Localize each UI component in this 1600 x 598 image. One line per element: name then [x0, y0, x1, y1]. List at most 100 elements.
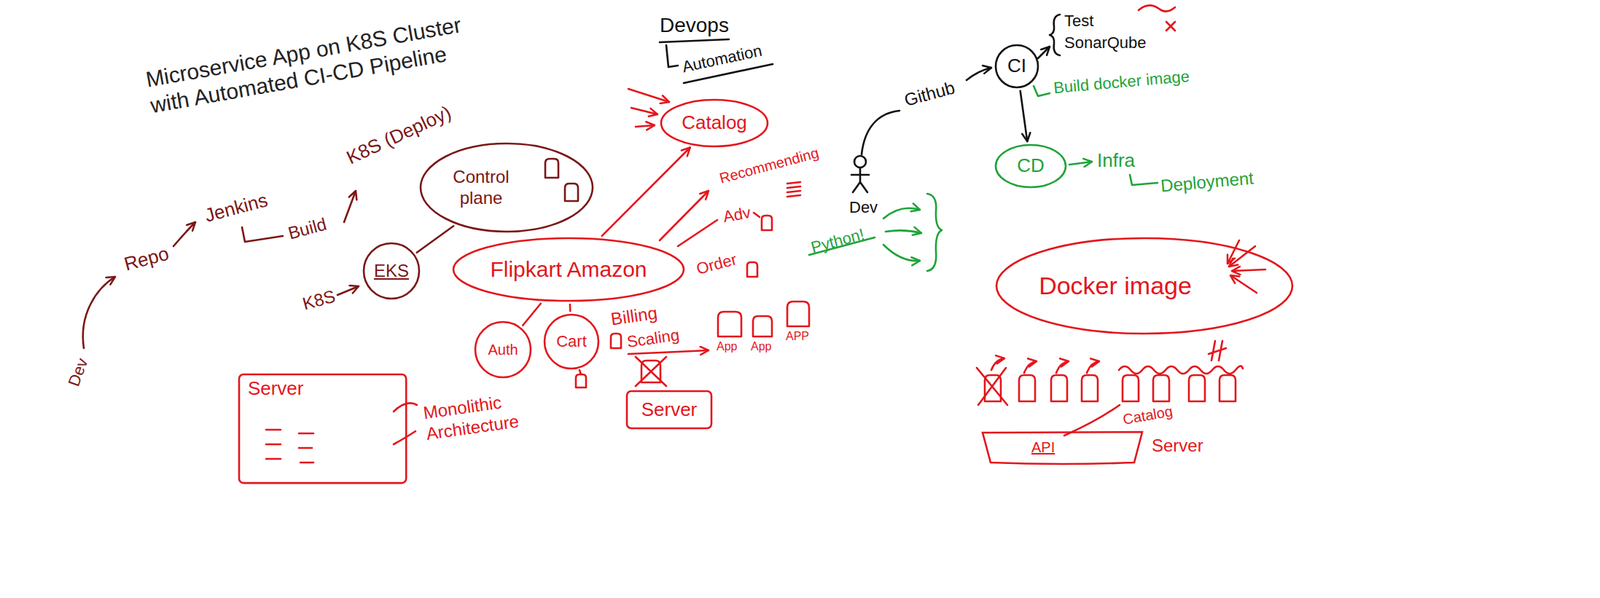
node-body: Server: [625, 389, 713, 431]
service-sketch-stroke: [976, 368, 1008, 406]
service-sketch-stroke: [1086, 361, 1100, 374]
service-sketch-stroke: [393, 431, 416, 445]
ci-cd-sketch-stroke: [854, 155, 866, 168]
image-oval: Docker image: [994, 236, 1294, 336]
deploy-sketch-stroke: [883, 244, 920, 261]
ci-cd-sketch-stroke: [666, 45, 678, 68]
cd-circle: CD: [994, 143, 1068, 189]
sketch-label: Deployment: [1159, 167, 1255, 197]
sketch-label: Jenkins: [201, 188, 270, 228]
service-sketch-stroke: [677, 220, 718, 247]
sketch-label: Monolithic Architecture: [422, 384, 565, 445]
sketch-label: Adv: [721, 203, 753, 228]
sketch-label: Catalog: [1121, 402, 1174, 429]
sketch-label: Order: [694, 250, 740, 280]
sketch-label: Test: [1064, 11, 1094, 31]
ci-cd-sketch-stroke: [861, 110, 900, 155]
service-sketch-stroke: [1118, 365, 1243, 374]
service-sketch-stroke: [1064, 405, 1120, 436]
service-sketch-stroke: [1122, 375, 1139, 402]
service-sketch-stroke: [1208, 341, 1227, 361]
deploy-sketch-stroke: [1069, 161, 1092, 165]
box-outline: [626, 391, 712, 429]
deploy-sketch-stroke: [927, 193, 942, 272]
deploy-sketch-stroke: [1033, 86, 1050, 97]
connector: [416, 225, 454, 253]
connector: [522, 303, 541, 326]
node-label: Auth: [487, 341, 518, 359]
service-sketch-stroke: [787, 182, 801, 197]
box-outline: [239, 374, 407, 484]
service-sketch: [266, 5, 1266, 463]
service-sketch-stroke: [753, 212, 760, 218]
service-sketch-stroke: [631, 107, 658, 115]
pipeline-sketch-stroke: [83, 276, 116, 349]
node-label: EKS: [373, 260, 409, 283]
node-body: API: [980, 430, 1145, 466]
sketch-label: Dev: [64, 355, 92, 390]
pipeline-sketch-stroke: [242, 227, 283, 243]
pipeline-sketch-stroke: [344, 190, 356, 223]
service-sketch-stroke: [1219, 375, 1236, 402]
sketch-label: Build: [285, 214, 329, 245]
sketch-label: App: [750, 339, 772, 354]
service-sketch-stroke: [752, 316, 772, 337]
server-base: APIServer: [980, 430, 1145, 466]
node-outline: [980, 430, 1145, 466]
service-sketch-stroke: [1051, 375, 1068, 402]
deploy-sketch-stroke: [1129, 174, 1158, 186]
oval-outline: [661, 99, 768, 147]
service-sketch-stroke: [1138, 5, 1176, 11]
node-label: Catalog: [681, 111, 748, 135]
sketch-label: APP: [785, 329, 810, 344]
service-sketch-stroke: [610, 333, 622, 349]
oval-outline: [363, 243, 420, 299]
service-oval: Catalog: [659, 98, 770, 148]
node-label: CD: [1016, 154, 1045, 178]
service-sketch-stroke: [635, 357, 667, 387]
oval-outline: [475, 322, 531, 378]
oval-outline: [995, 145, 1066, 188]
server-box: Server: [237, 373, 408, 485]
connector: [1020, 91, 1028, 142]
sketch-label: Python!: [809, 225, 867, 259]
service-circle: Cart: [543, 313, 600, 371]
oval-outline: [995, 45, 1038, 88]
service-sketch-stroke: [266, 430, 314, 463]
sketch-label: Infra: [1097, 149, 1135, 173]
node-label: Control plane: [441, 166, 522, 210]
oval-outline: [996, 238, 1293, 334]
service-sketch-stroke: [761, 215, 772, 231]
eks-circle: EKS: [362, 242, 421, 301]
service-sketch-stroke: [1230, 275, 1257, 294]
service-sketch-stroke: [1024, 361, 1037, 374]
sketch-label: K8S: [300, 286, 338, 316]
service-sketch-stroke: [1227, 240, 1240, 264]
service-sketch-stroke: [991, 358, 1005, 371]
node-label: Flipkart Amazon: [489, 256, 647, 283]
oval-outline: [420, 143, 593, 232]
sketch-label: Build docker image: [1052, 67, 1191, 99]
node-label: Server: [247, 377, 304, 401]
node-label: Cart: [556, 332, 587, 352]
pipeline-sketch: [83, 158, 579, 349]
node-body: CD: [994, 143, 1068, 189]
sketch-label: Automation: [680, 41, 764, 78]
service-sketch-stroke: [1153, 375, 1170, 402]
pipeline-sketch-stroke: [337, 286, 359, 296]
ci-cd-sketch: [659, 14, 1060, 193]
sketch-label: Repo: [121, 242, 172, 276]
ci-circle: CI: [994, 43, 1040, 89]
sketch-label: K8S (Deploy): [343, 101, 455, 170]
ci-cd-sketch-stroke: [1049, 14, 1060, 56]
service-sketch-stroke: [1231, 269, 1266, 272]
service-sketch-stroke: [628, 350, 709, 355]
node-label: CI: [1007, 54, 1027, 78]
ci-cd-sketch-stroke: [1037, 46, 1050, 59]
node-body: Flipkart Amazon: [451, 236, 686, 303]
oval-outline: [453, 238, 684, 302]
sketch-label: Dev: [849, 198, 878, 218]
sketch-label: Devops: [659, 13, 729, 38]
service-sketch-stroke: [575, 374, 587, 388]
pipeline-sketch-stroke: [564, 183, 579, 202]
